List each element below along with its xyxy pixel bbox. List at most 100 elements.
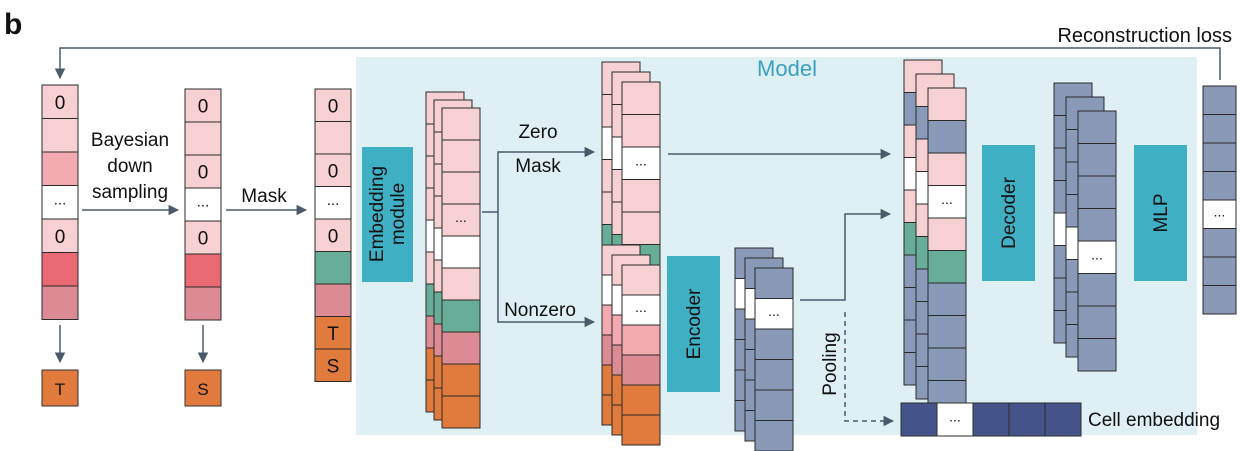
decoder-input-stack-cell xyxy=(927,347,967,381)
encoder-output-stack-cell xyxy=(754,298,794,330)
model-label: Model xyxy=(757,56,817,81)
input-vector: 0...0 xyxy=(41,84,79,320)
downsampled-vector-cell-label: 0 xyxy=(198,97,209,118)
zero-mask-stack-cell xyxy=(621,179,661,213)
masked-vector-cell-label: T xyxy=(327,324,339,345)
output-vector-cell xyxy=(1202,199,1237,229)
decoder-input-stack-cell xyxy=(927,120,967,154)
decoder-label: Decoder xyxy=(999,176,1020,248)
downsampled-vector-cell xyxy=(184,220,222,255)
embedding-module-label-line1: Embedding xyxy=(367,166,388,262)
output-vector-cell xyxy=(1202,256,1237,286)
cell-embedding-vector: ... xyxy=(900,402,1082,437)
bayesian-label-line2: down xyxy=(107,156,152,177)
zero-branch-arrow xyxy=(482,146,596,213)
masked-vector-cell xyxy=(314,121,352,155)
source-label: S xyxy=(197,380,208,399)
panel-label: b xyxy=(4,8,22,41)
decoder-output-stack-cell xyxy=(1077,305,1117,339)
decoder-input-stack-cell xyxy=(927,282,967,316)
encoder-output-stack-ellipsis: ... xyxy=(768,303,780,319)
cell-embedding-label: Cell embedding xyxy=(1088,410,1220,431)
masked-vector-cell xyxy=(314,251,352,285)
encoder-box xyxy=(667,256,720,392)
cell-embedding-ellipsis: ... xyxy=(949,409,961,425)
decoder-output-stack-cell xyxy=(1077,143,1117,177)
downsampled-vector-cell-label: 0 xyxy=(198,163,209,184)
decoder-input-stack-cell xyxy=(927,152,967,186)
input-vector-cell xyxy=(41,218,79,253)
input-vector-cell xyxy=(41,118,79,153)
embedding-stack-cell xyxy=(441,299,481,333)
input-vector-cell-label: ... xyxy=(54,191,67,208)
zero-mask-stack-cell xyxy=(621,81,661,115)
cell-embedding-cell xyxy=(900,402,938,437)
input-vector-cell xyxy=(41,151,79,186)
downsampled-vector-cell xyxy=(184,154,222,189)
zero-mask-stack-cell xyxy=(621,211,661,245)
nonzero-stack-cell xyxy=(621,414,661,446)
decoder-output-stack-cell xyxy=(1077,110,1117,144)
downsampled-vector: 0 0... 0 xyxy=(184,88,222,321)
masked-vector-cell xyxy=(314,316,352,350)
embedding-stack-cell xyxy=(441,363,481,397)
embedding-stack-cell xyxy=(441,235,481,269)
zero-mask-stack: ... xyxy=(601,61,661,278)
target-box xyxy=(41,369,79,407)
embedding-stack-cell xyxy=(441,331,481,365)
decoder-input-stack: ... xyxy=(903,59,967,414)
decoder-input-stack-cell xyxy=(927,87,967,121)
target-label: T xyxy=(55,380,65,399)
masked-vector-cell-label: S xyxy=(327,356,340,377)
embedding-module-label-line2: module xyxy=(388,183,409,245)
masked-vector-cell xyxy=(314,348,352,382)
embedding-stack-cell xyxy=(441,171,481,205)
mask-branch-label: Mask xyxy=(515,156,561,177)
output-vector-cell xyxy=(1202,228,1237,258)
decoder-output-stack-cell xyxy=(1077,208,1117,242)
masked-vector-cell-label: 0 xyxy=(328,226,339,247)
nonzero-label: Nonzero xyxy=(504,300,576,321)
mlp-label: MLP xyxy=(1151,193,1172,232)
nonzero-stack-cell xyxy=(621,354,661,386)
nonzero-stack-ellipsis: ... xyxy=(635,299,647,315)
downsampled-vector-cell xyxy=(184,121,222,156)
decoder-output-stack: ... xyxy=(1053,82,1117,372)
input-vector-cell-label: 0 xyxy=(55,227,66,248)
masked-vector-cell xyxy=(314,88,352,122)
decoder-output-stack-ellipsis: ... xyxy=(1091,246,1103,262)
mlp-box xyxy=(1134,145,1187,281)
masked-vector-cell xyxy=(314,153,352,187)
downsampled-vector-cell-label: ... xyxy=(197,194,210,211)
reconstruction-loss-arrow xyxy=(54,47,1221,80)
input-vector-cell xyxy=(41,84,79,119)
reconstruction-loss-label: Reconstruction loss xyxy=(1057,25,1232,47)
zero-mask-stack-cell xyxy=(621,114,661,148)
downsampled-vector-cell xyxy=(184,253,222,288)
output-vector-cell xyxy=(1202,114,1237,144)
decoder-input-stack-cell xyxy=(927,250,967,284)
downsampled-vector-cell xyxy=(184,88,222,123)
decoder-input-stack-cell xyxy=(927,217,967,251)
downsampled-vector-cell xyxy=(184,286,222,321)
encoder-output-stack-cell xyxy=(754,420,794,451)
bayesian-label-line3: sampling xyxy=(92,182,168,203)
embedding-stack-cell xyxy=(441,139,481,173)
decoder-box xyxy=(982,145,1035,281)
downsampled-vector-cell-label: 0 xyxy=(198,229,209,250)
encoder-output-stack-cell xyxy=(754,328,794,360)
embedding-stack: ... xyxy=(425,91,481,429)
decoder-input-stack-cell xyxy=(927,185,967,219)
embedding-stack-cell xyxy=(441,267,481,301)
output-vector-cell xyxy=(1202,142,1237,172)
downsampled-vector-cell xyxy=(184,187,222,222)
decoder-output-stack-cell xyxy=(1077,175,1117,209)
output-vector: ... xyxy=(1202,85,1237,315)
nonzero-stack-cell xyxy=(621,294,661,326)
decoder-output-stack-cell xyxy=(1077,273,1117,307)
embedding-stack-cell xyxy=(441,203,481,237)
pooling-label: Pooling xyxy=(820,332,841,395)
input-vector-cell xyxy=(41,285,79,320)
nonzero-stack-cell xyxy=(621,264,661,296)
